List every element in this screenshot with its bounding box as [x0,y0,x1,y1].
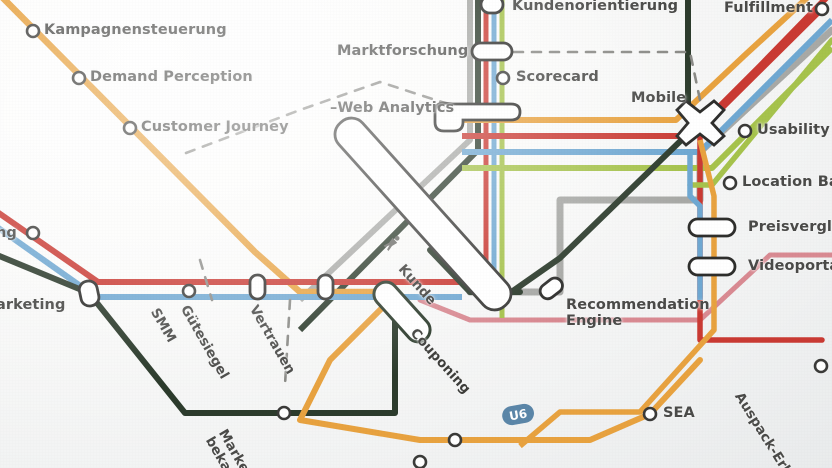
station-label-kunde: Kunde [394,261,440,309]
station-label-recommendation-engine: Recommendation Engine [566,297,710,330]
station-label-marketing: arketing [0,297,66,313]
station-label-web-analytics: –Web Analytics [330,100,455,116]
station-label-kampagnensteuerung: Kampagnensteuerung [44,22,227,38]
station-label-marktforschung: Marktforschung [337,43,469,59]
station-label-usability: Usability [757,122,830,138]
station-label-videoportal: Videoporta [748,258,832,274]
station-label-marken-bekanntheit: Marken- bekanntheit [202,426,263,468]
station-label-preisvergleich: Preisvergle [748,219,832,235]
station-label-vertrauen: Vertrauen [246,302,299,378]
station-label-couponing: Couponing [406,325,474,398]
station-label-scorecard: Scorecard [516,69,599,85]
station-label-customer-journey: Customer Journey [141,119,289,135]
station-label-smm: SMM [147,305,180,346]
station-label-location-based: Location Ba [742,174,832,190]
station-label-fulfillment: Fulfillment [724,0,813,16]
station-label-auspack-erlebnis: Auspack-Erlebnis [731,389,816,468]
station-label-demand-perception: Demand Perception [90,69,253,85]
station-label-left-clipped: ng [0,225,17,241]
station-label-mobile: Mobile [631,90,687,106]
station-label-sea: SEA [663,405,695,421]
station-label-guetesiegel: Gütesiegel [177,302,233,383]
station-label-kundenorientierung: Kundenorientierung [512,0,679,14]
